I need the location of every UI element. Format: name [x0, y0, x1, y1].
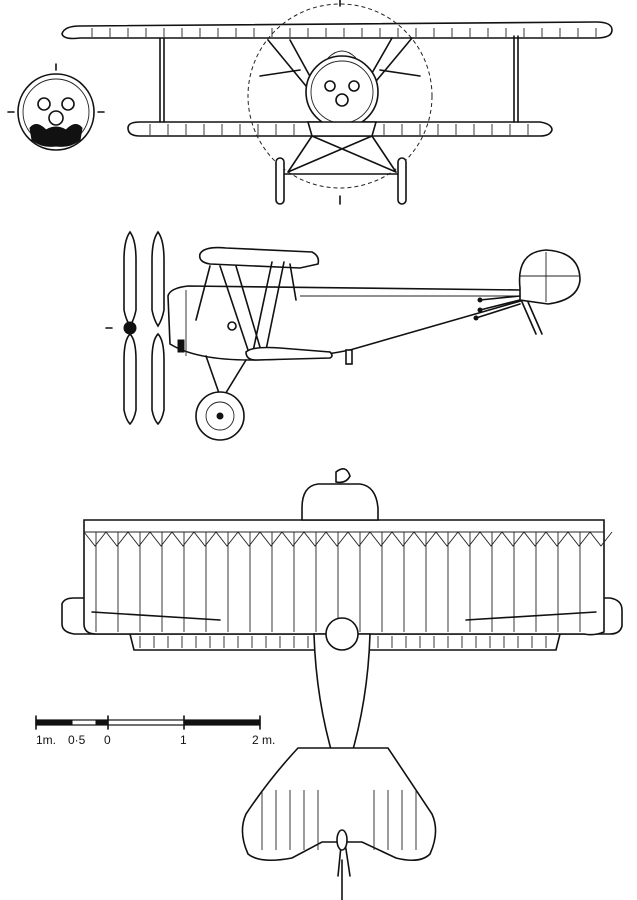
scale-bar: 1m. 0·5 0 1 2 m. — [35, 715, 275, 747]
plan-view — [61, 468, 623, 900]
front-view — [61, 0, 613, 205]
cowling-detail-view — [7, 63, 105, 151]
side-view — [105, 230, 581, 441]
scale-label-1m: 1m. — [36, 733, 56, 747]
scale-label-2m: 2 m. — [252, 733, 275, 747]
scale-label-0-5: 0·5 — [68, 733, 86, 747]
scale-label-1: 1 — [180, 733, 187, 747]
scale-label-0: 0 — [104, 733, 111, 747]
